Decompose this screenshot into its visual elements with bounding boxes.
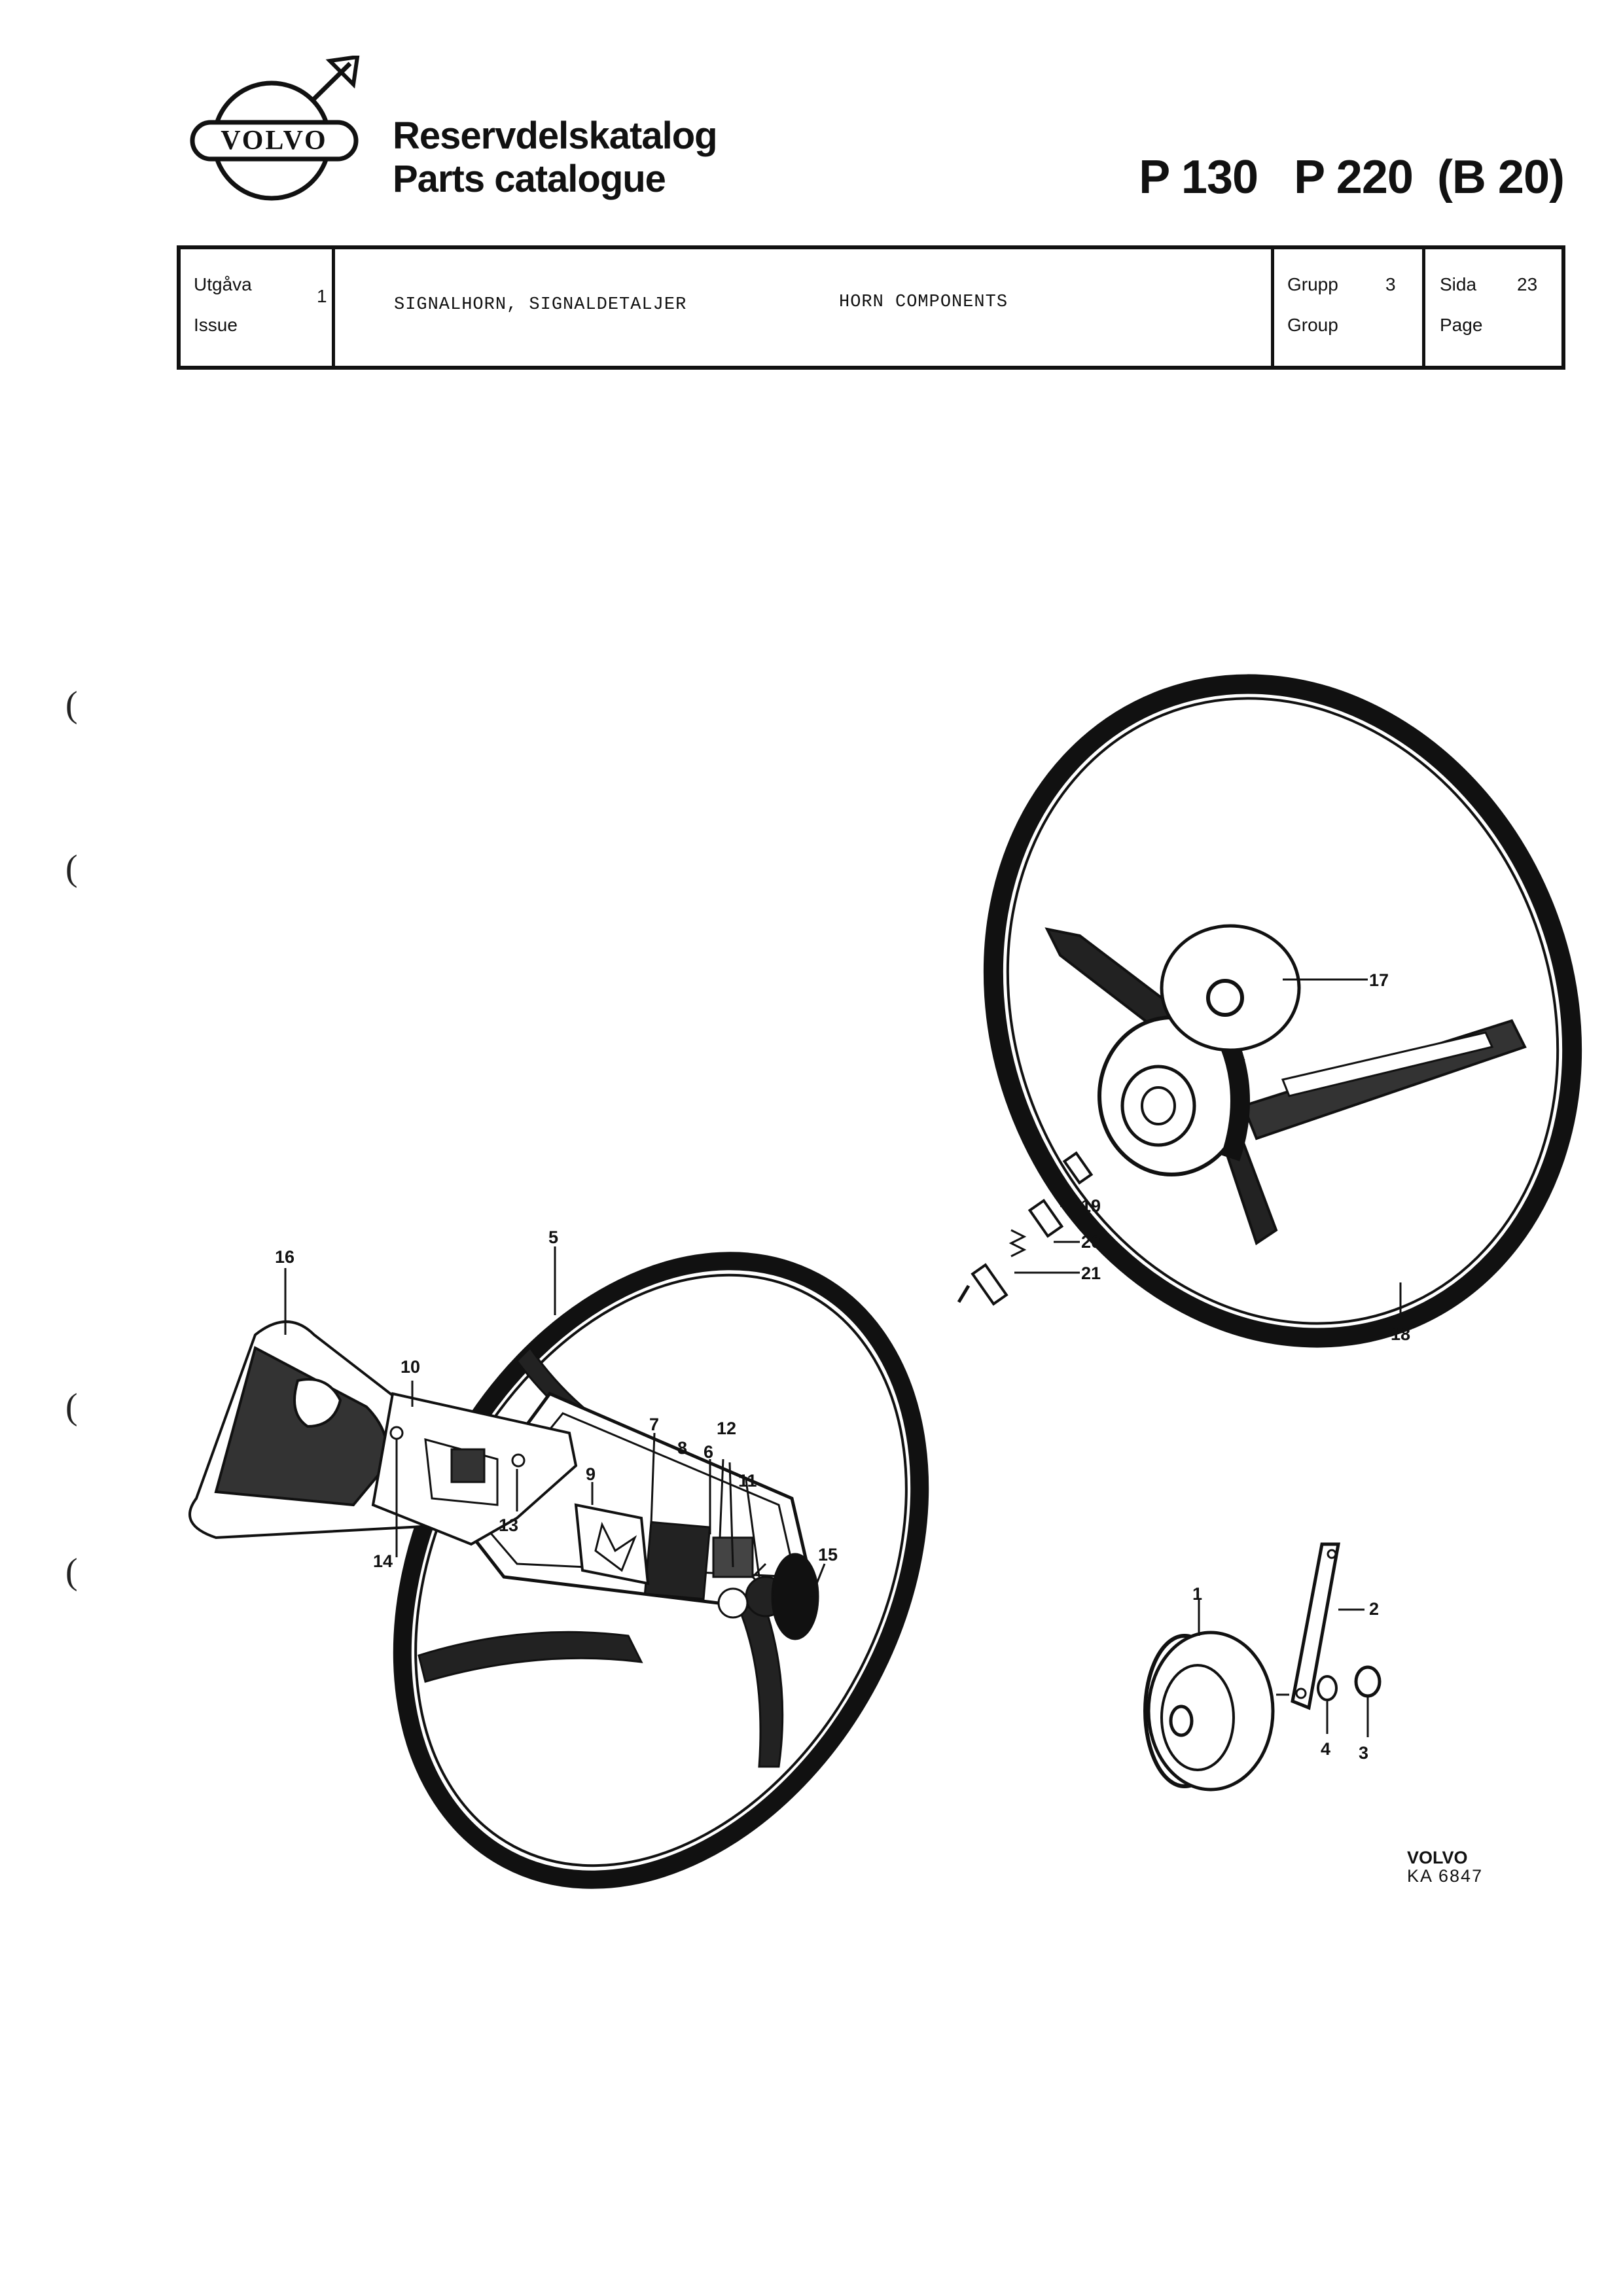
margin-mark-1: ( [65,684,78,725]
callout-6: 6 [704,1442,713,1462]
group-cell: Grupp Group 3 [1271,249,1425,366]
callout-14: 14 [373,1551,393,1571]
callout-12: 12 [717,1419,736,1438]
group-value: 3 [1385,274,1396,294]
callout-21: 21 [1081,1263,1101,1283]
callout-17: 17 [1369,970,1389,990]
callout-7: 7 [649,1415,659,1434]
catalog-title-sv: Reservdelskatalog [393,115,718,157]
callout-20: 20 [1081,1232,1101,1252]
callout-18: 18 [1391,1324,1410,1344]
margin-mark-2: ( [65,848,78,889]
steering-wheel-rear-view [957,674,1582,1348]
callout-1: 1 [1192,1584,1202,1604]
issue-label-en: Issue [194,315,238,335]
info-table: Utgåva Issue 1 SIGNALHORN, SIGNALDETALJE… [177,245,1565,370]
catalog-title-en: Parts catalogue [393,158,666,200]
group-label-en: Group [1287,315,1338,335]
steering-wheel-front-view [188,1246,929,1889]
callout-15: 15 [818,1545,838,1564]
logo-wordmark: VOLVO [221,126,327,156]
model-engine: (B 20) [1436,151,1565,203]
description-sv: SIGNALHORN, SIGNALDETALJER [394,295,687,315]
callout-9: 9 [586,1464,596,1484]
callouts: 1 2 3 4 5 6 7 8 9 10 11 12 13 14 15 16 1… [275,970,1410,1763]
issue-label-sv: Utgåva [194,274,252,294]
page-cell: Sida Page 23 [1425,249,1561,366]
callout-2: 2 [1369,1599,1379,1619]
callout-3: 3 [1359,1743,1368,1763]
model-2: P 220 [1294,151,1414,203]
horn-assembly [1143,1542,1382,1792]
issue-value: 1 [317,286,327,306]
page-label-en: Page [1440,315,1483,335]
callout-19: 19 [1081,1196,1101,1216]
callout-8: 8 [677,1438,687,1458]
margin-mark-3: ( [65,1386,78,1427]
volvo-logo: VOLVO [190,56,360,201]
group-label-sv: Grupp [1287,274,1338,294]
catalog-title: Reservdelskatalog Parts catalogue [393,115,718,201]
issue-cell: Utgåva Issue 1 [181,249,335,366]
callout-5: 5 [548,1227,558,1247]
page-label-sv: Sida [1440,274,1477,294]
page-value: 23 [1517,274,1538,294]
drawing-reference: VOLVO KA 6847 [1407,1848,1483,1885]
drawing-brand: VOLVO [1407,1848,1468,1867]
callout-11: 11 [738,1471,757,1491]
description-en: HORN COMPONENTS [839,292,1008,312]
callout-4: 4 [1321,1739,1330,1759]
callout-10: 10 [401,1357,420,1377]
model-1: P 130 [1139,151,1258,203]
callout-16: 16 [275,1247,294,1267]
drawing-code: KA 6847 [1407,1866,1484,1886]
description-cell: SIGNALHORN, SIGNALDETALJER HORN COMPONEN… [335,249,1448,366]
margin-mark-4: ( [65,1551,78,1592]
callout-13: 13 [499,1515,518,1535]
model-designations: P 130 P 220 (B 20) [1115,150,1565,204]
